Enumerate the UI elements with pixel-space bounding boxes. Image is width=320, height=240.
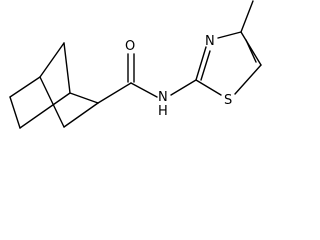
bond-c5-sulfur <box>234 64 262 95</box>
bond-c4-c5 <box>240 31 262 66</box>
oxygen-atom-label: O <box>125 39 135 54</box>
bond-bridge-bridgehead2 <box>39 42 65 78</box>
thiazole-ring <box>195 0 262 96</box>
ring-nitrogen-label: N <box>205 34 215 49</box>
bond-sulfur-c2 <box>195 79 222 96</box>
sulfur-atom-label: S <box>224 93 232 108</box>
amide-nitrogen-label: N <box>158 90 168 105</box>
bond-bridgehead2-c6 <box>9 76 41 98</box>
bond-c2-ring-n-double <box>200 50 211 81</box>
bond-bridgehead2-c3 <box>39 76 65 128</box>
bond-bridgehead1-bridge <box>63 42 71 94</box>
chemical-structure-diagram: O N H N S <box>9 0 262 129</box>
bond-c2-carbonyl <box>97 82 132 104</box>
bond-carbonyl-nh <box>130 82 158 98</box>
amide-group <box>97 53 197 104</box>
bond-ring-n-c4 <box>217 31 242 39</box>
bond-nh-thiazole <box>170 79 197 96</box>
norbornane-ring <box>9 42 99 129</box>
bond-c4-c5-double <box>245 39 257 63</box>
bond-methyl <box>240 0 254 33</box>
amide-hydrogen-label: H <box>158 104 168 119</box>
bond-c5-bridgehead1 <box>19 92 71 129</box>
bond-c3-c2 <box>63 102 99 128</box>
bond-c6-c5 <box>9 96 21 129</box>
bond-c2-bridgehead1 <box>69 92 99 104</box>
bond-c2-ring-n <box>195 46 207 81</box>
